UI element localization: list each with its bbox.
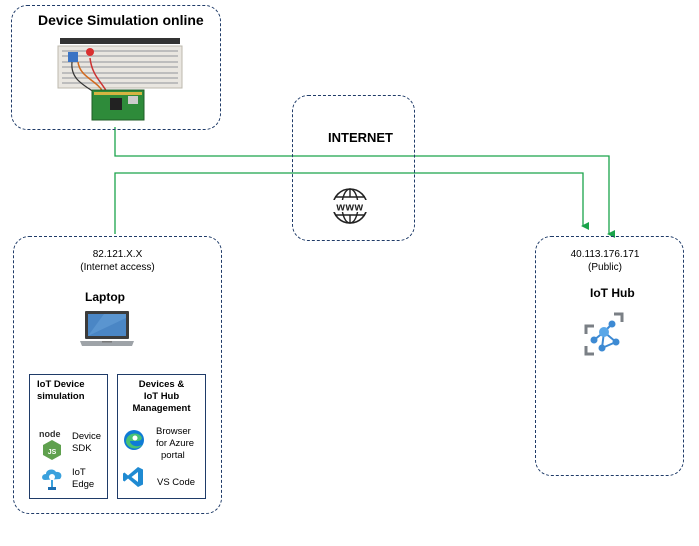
iot-device-simulation-panel	[29, 374, 108, 499]
svg-text:JS: JS	[48, 449, 57, 456]
sim-panel-title-line2: simulation	[37, 391, 85, 402]
connector-laptop-to-iothub	[114, 172, 589, 234]
iothub-title: IoT Hub	[590, 286, 635, 300]
device-simulation-title: Device Simulation online	[38, 12, 204, 28]
globe-www-icon: www	[331, 188, 369, 224]
laptop-icon	[80, 311, 134, 346]
iot-hub-icon	[584, 312, 624, 356]
iothub-box	[535, 236, 684, 476]
iot-edge-label-line1: IoT	[72, 467, 86, 478]
edge-browser-icon	[124, 430, 144, 450]
svg-text:www: www	[335, 202, 363, 214]
internet-box	[292, 95, 415, 241]
mgmt-panel-title-line2: IoT Hub	[143, 391, 180, 402]
device-sdk-label-line2: SDK	[72, 443, 92, 454]
browser-label-line3: portal	[161, 450, 185, 461]
iot-edge-icon	[42, 469, 62, 490]
sim-panel-title-line1: IoT Device	[37, 379, 85, 390]
mgmt-panel-title-line1: Devices &	[138, 379, 185, 390]
device-simulation-box	[11, 5, 221, 130]
device-sdk-label-line1: Device	[72, 431, 102, 442]
nodejs-icon: node JS	[39, 429, 61, 460]
mgmt-panel-title-line3: Management	[132, 403, 191, 414]
browser-label-line2: for Azure	[156, 438, 195, 449]
laptop-ip: 82.121.X.X	[92, 249, 143, 260]
browser-label-line1: Browser	[156, 426, 191, 437]
iot-edge-label-line2: Edge	[72, 479, 95, 490]
laptop-box	[13, 236, 222, 514]
vscode-label: VS Code	[157, 477, 196, 488]
connector-device-to-iothub	[114, 127, 615, 238]
devices-iothub-management-panel	[117, 374, 206, 499]
iothub-ip-note: (Public)	[588, 262, 622, 273]
laptop-ip-note: (Internet access)	[80, 262, 155, 273]
raspberry-pi-breadboard-image	[57, 38, 183, 121]
svg-text:node: node	[39, 429, 61, 439]
vscode-icon	[123, 467, 143, 487]
iothub-ip: 40.113.176.171	[570, 249, 640, 260]
internet-title: INTERNET	[328, 130, 393, 145]
laptop-title: Laptop	[85, 290, 125, 304]
